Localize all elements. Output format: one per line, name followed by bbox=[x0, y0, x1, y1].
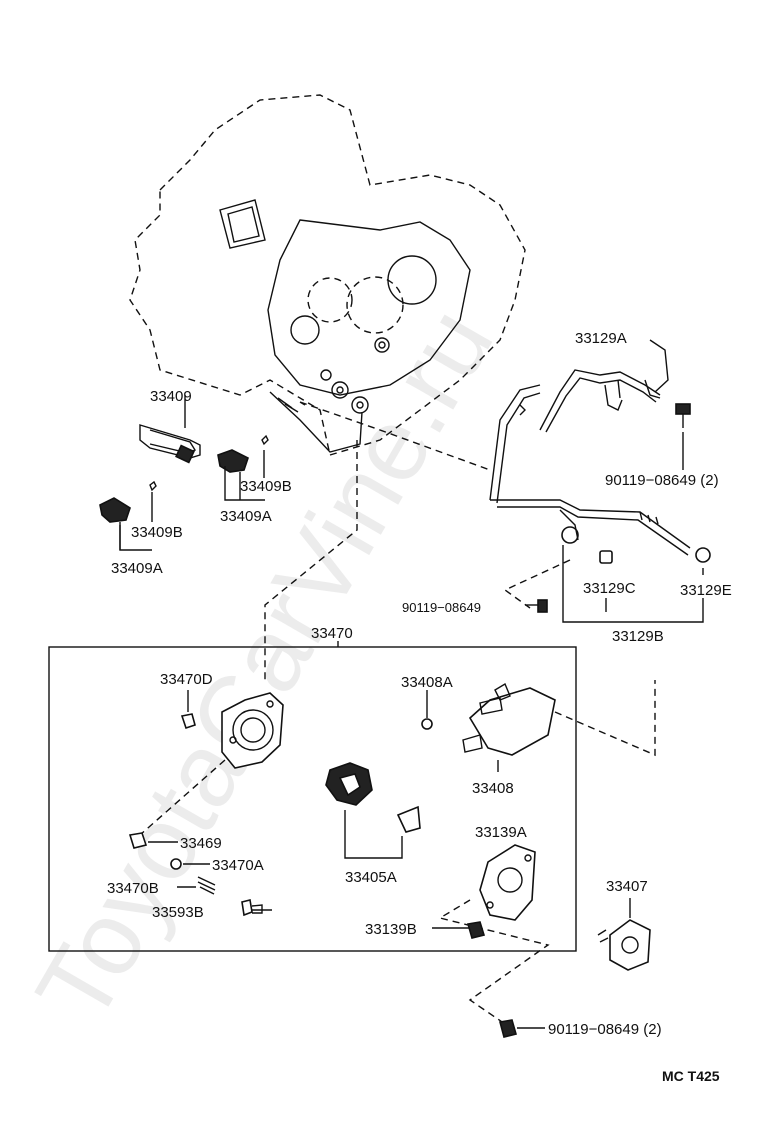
part-33139A bbox=[479, 844, 536, 921]
part-33408 bbox=[462, 682, 556, 772]
reference-lines bbox=[139, 401, 656, 1027]
label-33139A: 33139A bbox=[475, 824, 527, 841]
label-33409A-2: 33409A bbox=[111, 560, 163, 577]
label-90119-mid: 90119−08649 bbox=[402, 600, 481, 615]
label-90119-top: 90119−08649 (2) bbox=[605, 472, 719, 489]
label-33409B-2: 33409B bbox=[131, 524, 183, 541]
bolt-33139B bbox=[432, 921, 486, 939]
label-33470A: 33470A bbox=[212, 857, 264, 874]
label-33139B: 33139B bbox=[365, 921, 417, 938]
part-33470A bbox=[170, 858, 210, 870]
part-33593B bbox=[241, 899, 272, 917]
part-33470-cover bbox=[221, 692, 284, 769]
part-33129C bbox=[599, 550, 613, 612]
label-33408: 33408 bbox=[472, 780, 514, 797]
part-33129E bbox=[695, 547, 711, 575]
label-33407: 33407 bbox=[606, 878, 648, 895]
label-33470B: 33470B bbox=[107, 880, 159, 897]
part-33409 bbox=[139, 395, 201, 464]
bracket-33409A-1 bbox=[224, 466, 265, 501]
label-90119-bottom: 90119−08649 (2) bbox=[548, 1021, 662, 1038]
part-33408A bbox=[421, 690, 433, 730]
label-33409A-1: 33409A bbox=[220, 508, 272, 525]
label-33129B: 33129B bbox=[612, 628, 664, 645]
part-33407 bbox=[597, 898, 651, 971]
pipe-assembly-33129A bbox=[489, 339, 691, 556]
label-33470D: 33470D bbox=[160, 671, 213, 688]
part-33470B bbox=[177, 876, 216, 895]
bracket-33409A-2 bbox=[119, 522, 152, 551]
label-33409B-1: 33409B bbox=[240, 478, 292, 495]
bolt-90119-top bbox=[675, 403, 691, 470]
bolt-90119-mid bbox=[525, 599, 548, 613]
kit-box-33470 bbox=[48, 646, 577, 952]
part-33469 bbox=[128, 832, 178, 849]
transaxle-housing bbox=[129, 94, 526, 456]
label-33129C: 33129C bbox=[583, 580, 636, 597]
fitting-33409A-2 bbox=[99, 480, 157, 550]
diagram-code: MC T425 bbox=[662, 1068, 720, 1084]
bracket-33129B bbox=[562, 545, 704, 623]
label-33129E: 33129E bbox=[680, 582, 732, 599]
label-33129A: 33129A bbox=[575, 330, 627, 347]
label-33469: 33469 bbox=[180, 835, 222, 852]
bolt-90119-bottom bbox=[499, 1019, 545, 1038]
part-33405A bbox=[325, 762, 421, 859]
label-33470: 33470 bbox=[311, 625, 353, 642]
label-33405A: 33405A bbox=[345, 869, 397, 886]
label-33409: 33409 bbox=[150, 388, 192, 405]
part-33470D bbox=[180, 690, 196, 730]
label-33408A: 33408A bbox=[401, 674, 453, 691]
label-33593B: 33593B bbox=[152, 904, 204, 921]
